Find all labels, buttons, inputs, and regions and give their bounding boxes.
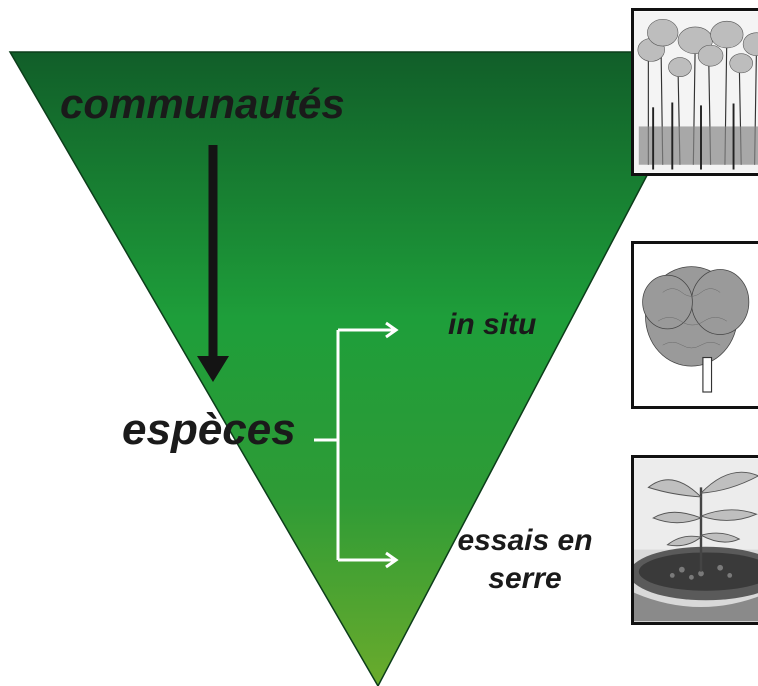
- communautes-label: communautés: [60, 80, 345, 127]
- especes-label: espèces: [122, 405, 296, 454]
- bracket-arrows: [314, 321, 399, 569]
- tree-image: [631, 241, 758, 409]
- inverted-triangle: [8, 51, 714, 686]
- seedling-icon: [634, 458, 758, 622]
- forest-icon: [634, 11, 758, 173]
- tree-icon: [634, 244, 758, 406]
- essais-en-serre-label: essais en serre: [457, 524, 593, 595]
- in-situ-label: in situ: [448, 308, 537, 341]
- seedling-image: [631, 455, 758, 625]
- forest-image: [631, 8, 758, 176]
- down-arrow: [197, 145, 229, 382]
